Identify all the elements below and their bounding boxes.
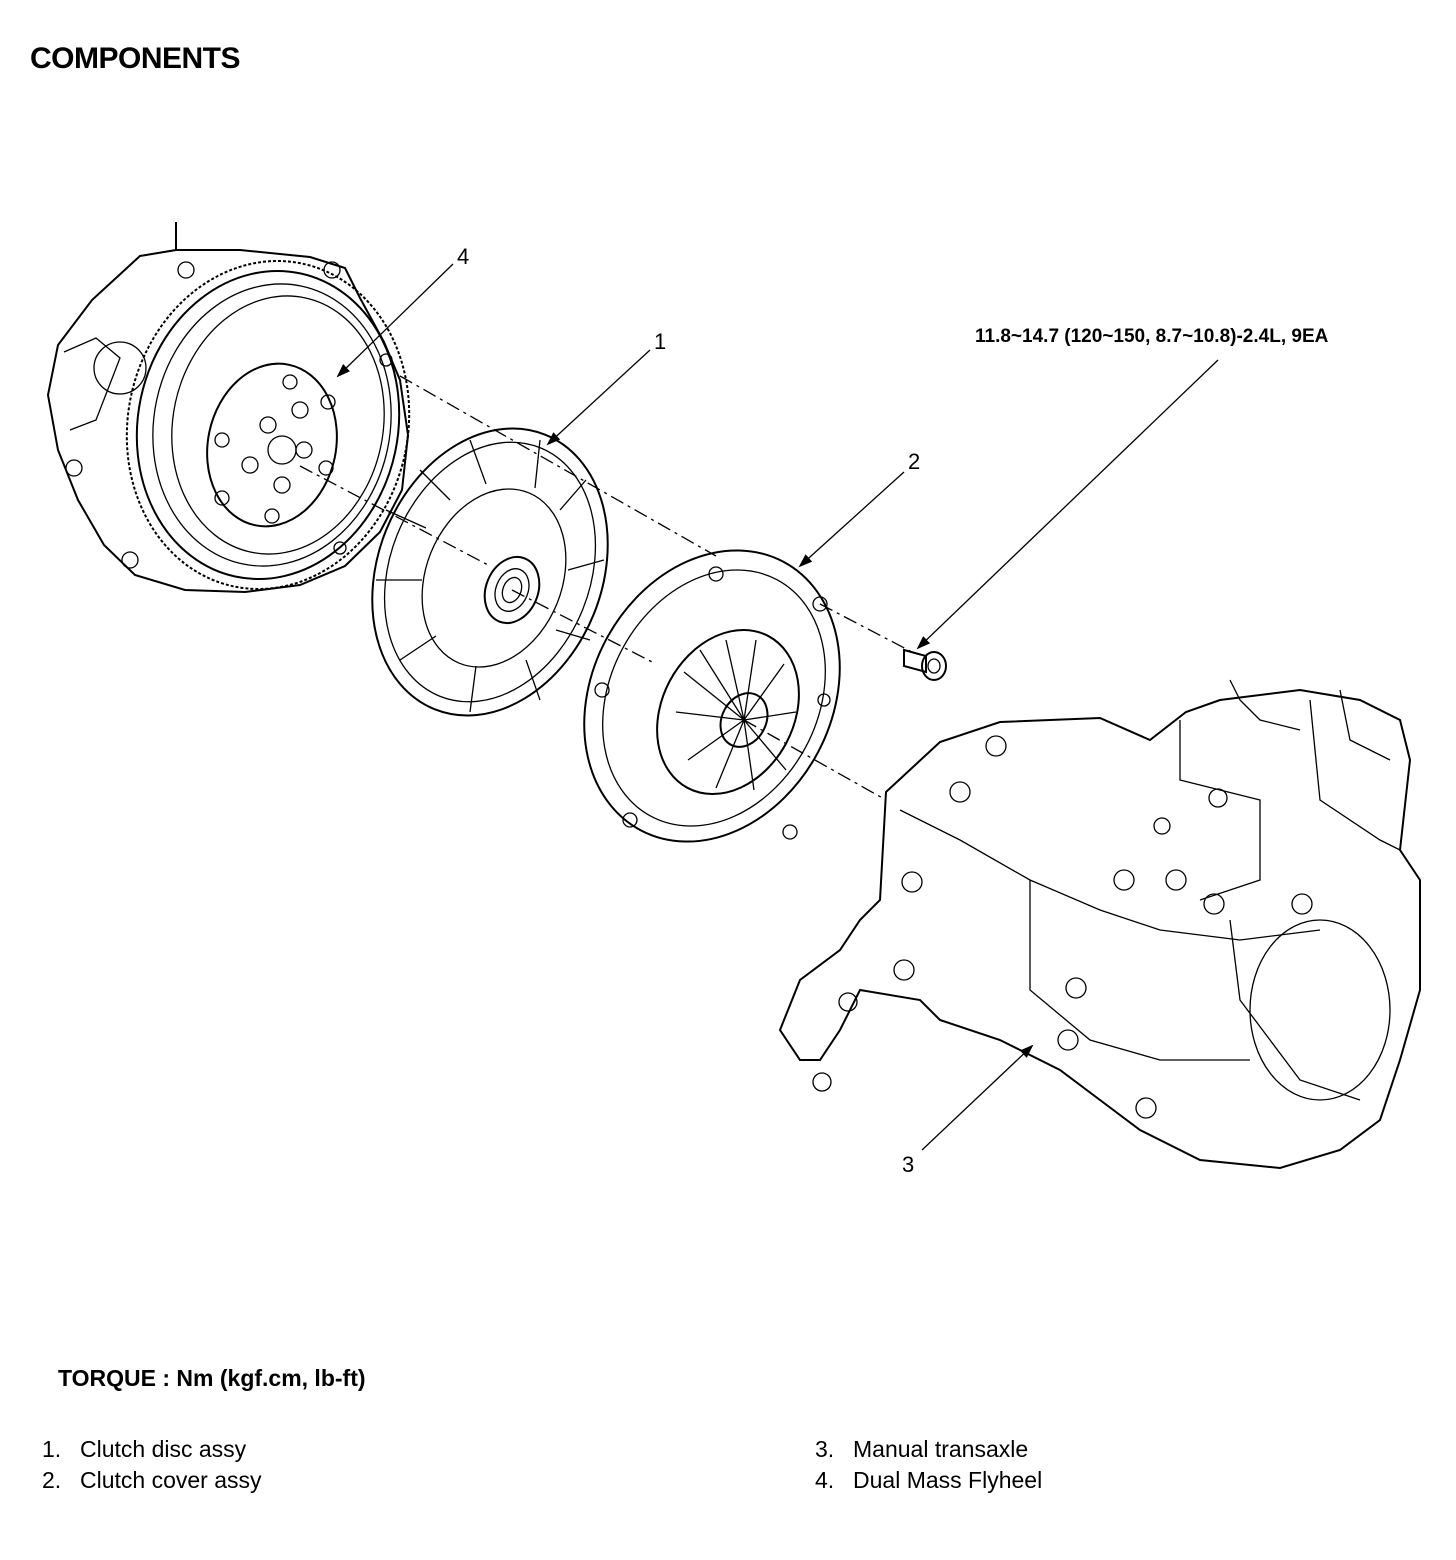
dual-mass-flywheel-drawing [46,222,411,594]
legend-number: 3. [815,1436,835,1462]
legend-item-2: 2. Clutch cover assy [42,1467,262,1494]
legend-item-3: 3. Manual transaxle [815,1436,1028,1463]
bolt-drawing [903,648,947,681]
legend-number: 2. [42,1467,62,1493]
clutch-disc-drawing [371,427,609,717]
torque-unit-note: TORQUE : Nm (kgf.cm, lb-ft) [58,1365,366,1391]
legend-item-1: 1. Clutch disc assy [42,1436,246,1463]
legend-label: Manual transaxle [853,1436,1029,1462]
legend-label: Dual Mass Flyheel [853,1467,1043,1493]
legend-label: Clutch cover assy [80,1467,262,1493]
legend-number: 1. [42,1436,62,1462]
bolt-torque-spec: 11.8~14.7 (120~150, 8.7~10.8)-2.4L, 9EA [975,326,1329,347]
legend-label: Clutch disc assy [80,1436,247,1462]
callout-4: 4 [457,244,470,269]
page-title: COMPONENTS [30,42,241,75]
legend-item-4: 4. Dual Mass Flyheel [815,1467,1042,1494]
leader-lines [336,263,1219,1151]
legend-number: 4. [815,1467,835,1493]
manual-transaxle-drawing [778,679,1421,1170]
callout-3: 3 [902,1152,915,1177]
callout-2: 2 [908,449,921,474]
assembly-centerlines [299,375,913,801]
callout-1: 1 [654,329,667,354]
clutch-cover-drawing [583,549,841,843]
